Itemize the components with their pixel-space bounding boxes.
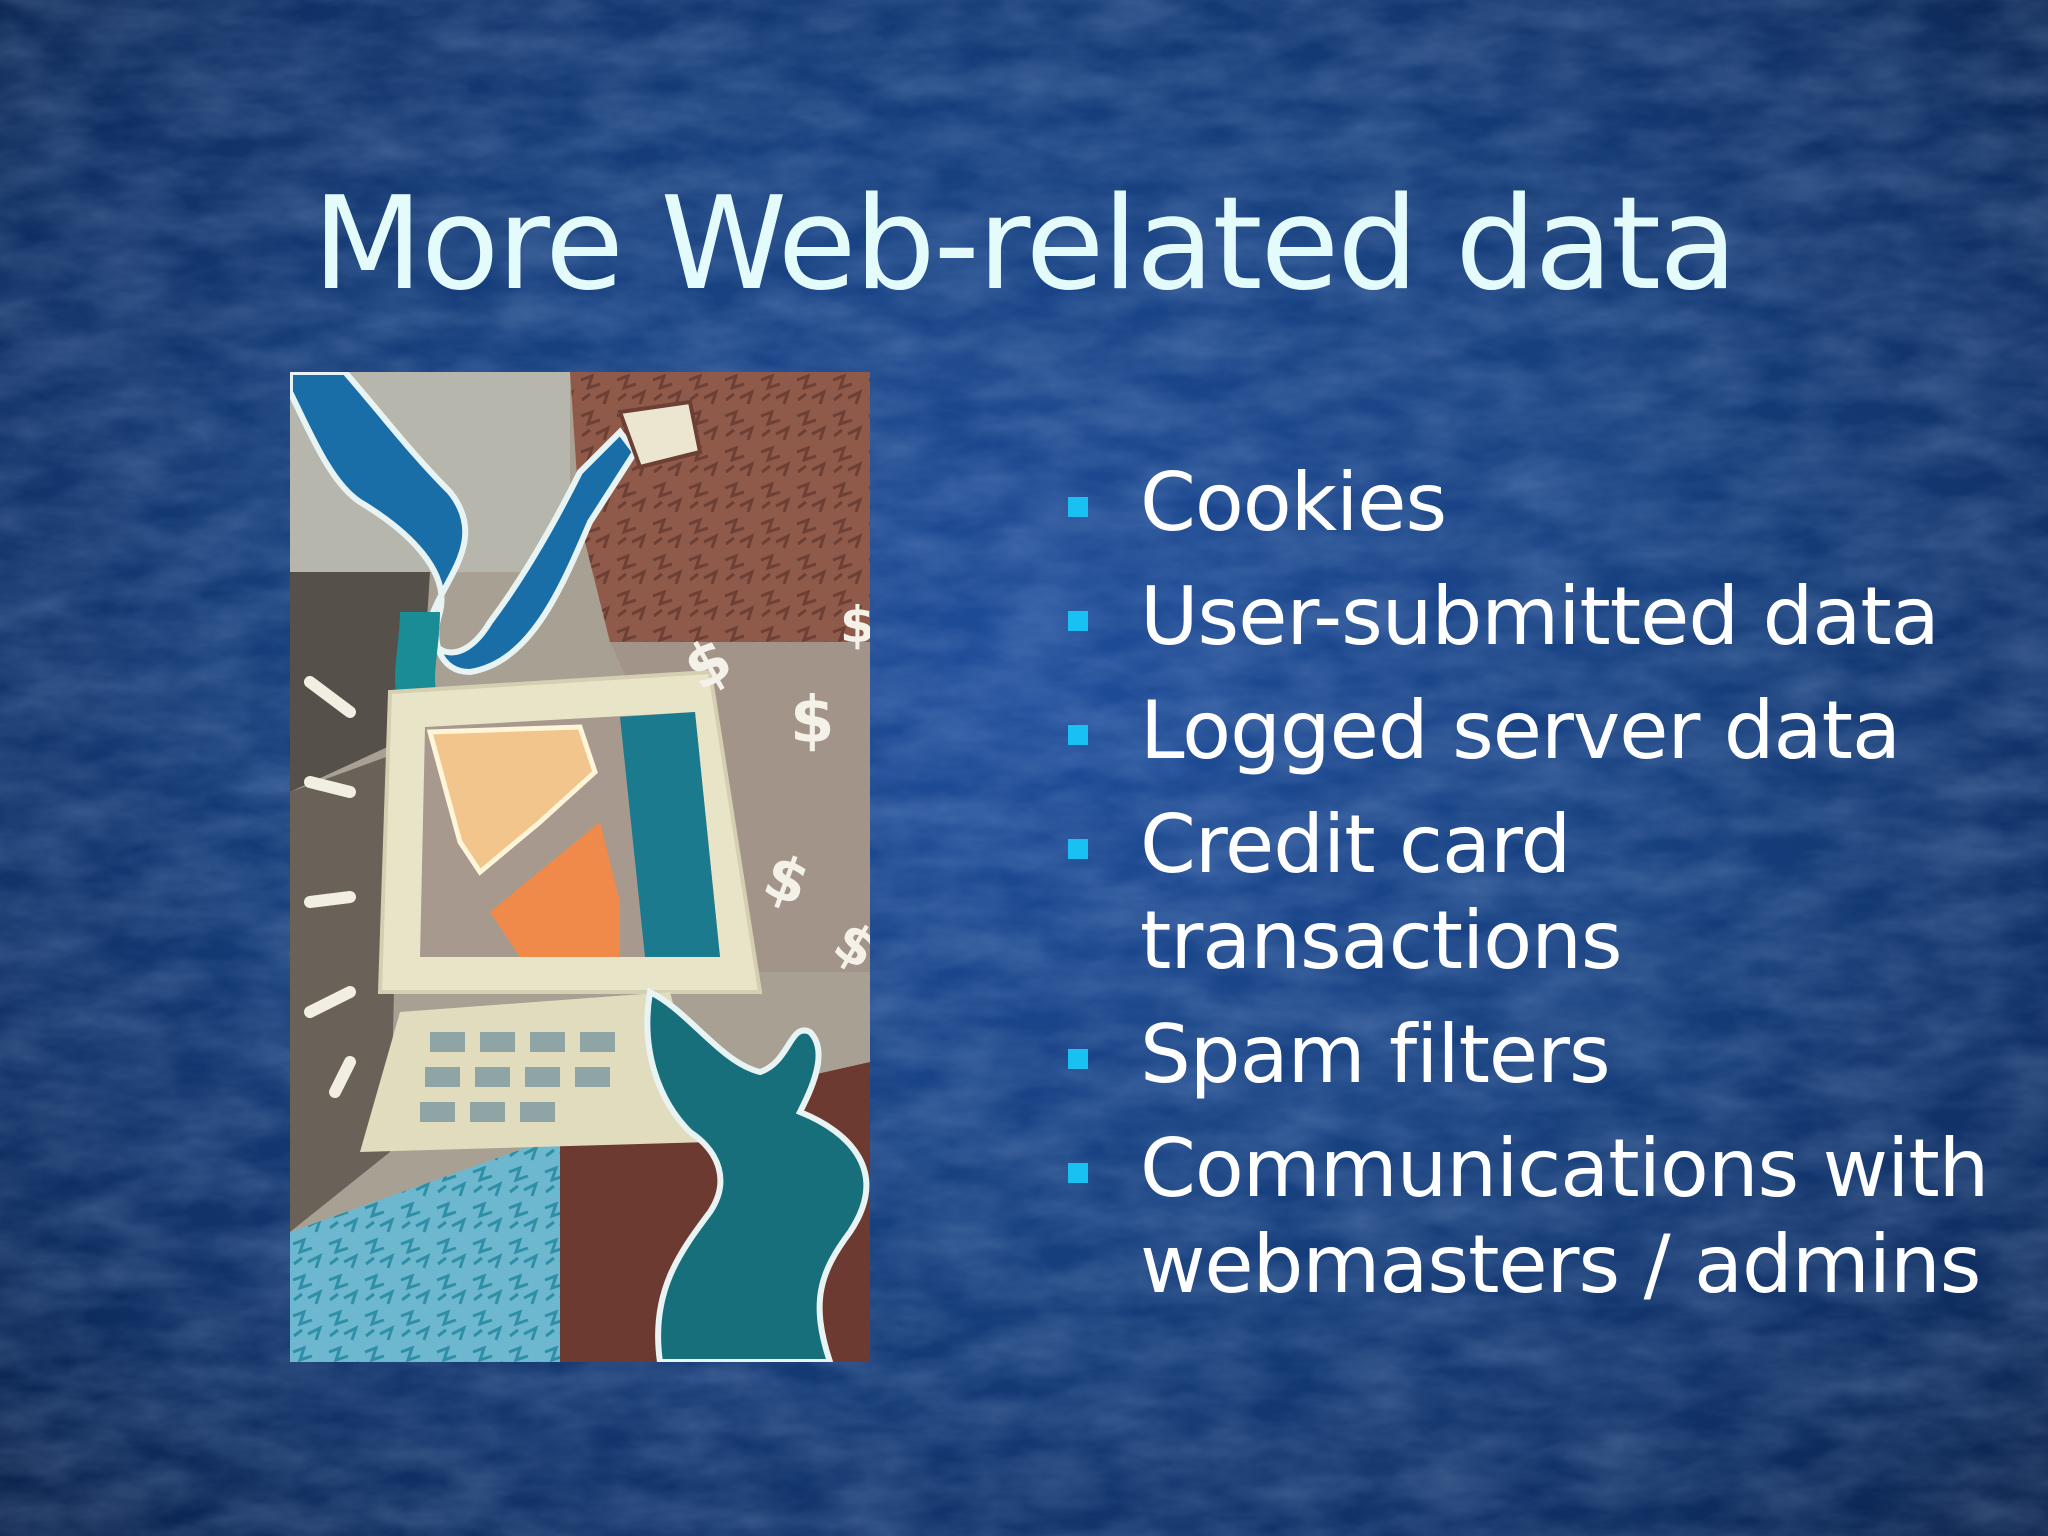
- square-bullet-icon: [1068, 497, 1088, 517]
- svg-text:$: $: [790, 684, 835, 758]
- square-bullet-icon: [1068, 611, 1088, 631]
- svg-text:$: $: [840, 596, 870, 654]
- bullet-text: Cookies: [1140, 456, 1447, 549]
- square-bullet-icon: [1068, 1049, 1088, 1069]
- person-computer-money-clipart-icon: $ $ $ $ $: [290, 372, 870, 1362]
- bullet-text: Communications with webmasters / admins: [1140, 1122, 1989, 1311]
- square-bullet-icon: [1068, 725, 1088, 745]
- list-item: Logged server data: [1060, 683, 1990, 779]
- square-bullet-icon: [1068, 1163, 1088, 1183]
- list-item: Cookies: [1060, 455, 1990, 551]
- slide-title: More Web-related data: [312, 170, 1738, 319]
- list-item: Communications with webmasters / admins: [1060, 1121, 1990, 1313]
- bullet-text: User-submitted data: [1140, 570, 1940, 663]
- bullet-text: Logged server data: [1140, 684, 1901, 777]
- list-item: Spam filters: [1060, 1007, 1990, 1103]
- square-bullet-icon: [1068, 839, 1088, 859]
- bullet-text: Spam filters: [1140, 1008, 1611, 1101]
- bullet-text: Credit card transactions: [1140, 798, 1623, 987]
- list-item: Credit card transactions: [1060, 797, 1990, 989]
- bullet-list: Cookies User-submitted data Logged serve…: [1060, 455, 1990, 1331]
- list-item: User-submitted data: [1060, 569, 1990, 665]
